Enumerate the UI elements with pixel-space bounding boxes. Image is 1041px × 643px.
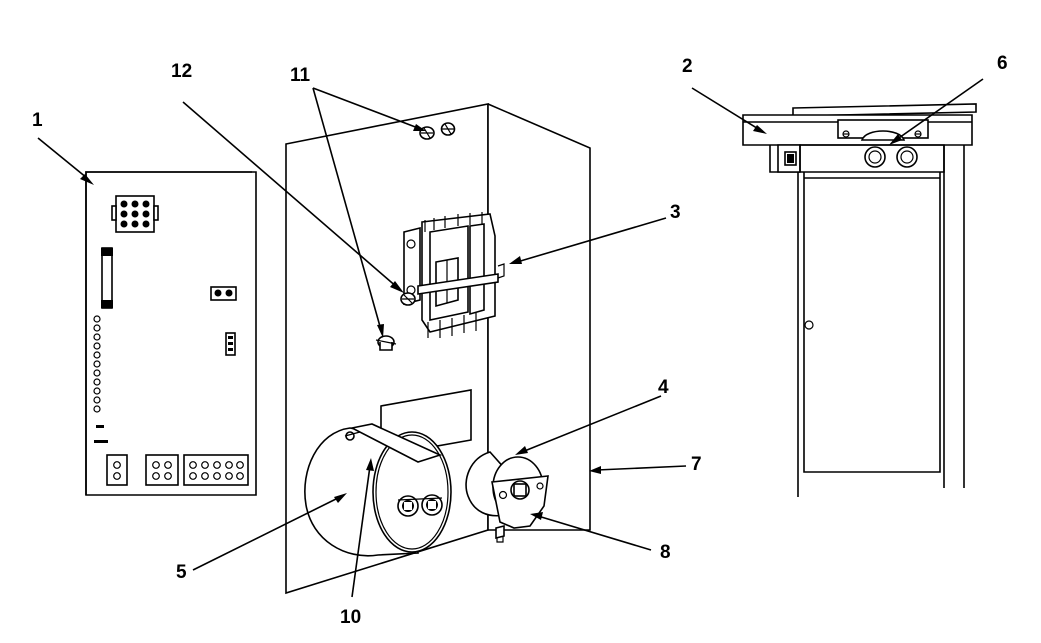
board-connector-9pin bbox=[111, 195, 159, 233]
screw-top-2 bbox=[440, 122, 456, 136]
callout-8: 8 bbox=[660, 542, 671, 563]
capacitor-small-bracket bbox=[491, 475, 549, 543]
contactor bbox=[403, 212, 505, 338]
board-terminal-2pin bbox=[106, 454, 128, 486]
board-terminal-10pin bbox=[183, 454, 249, 486]
callout-5: 5 bbox=[176, 562, 187, 583]
capacitor-terminals bbox=[397, 494, 443, 517]
leader-lines bbox=[37, 78, 984, 598]
callout-10: 10 bbox=[340, 607, 361, 628]
screw-12 bbox=[400, 292, 416, 306]
callout-labels: 1 2 3 4 5 6 7 8 10 11 12 bbox=[32, 53, 1008, 628]
board-terminal-4pin bbox=[145, 454, 179, 486]
callout-4: 4 bbox=[658, 377, 669, 398]
board-header bbox=[225, 332, 236, 356]
board-jumper bbox=[210, 286, 237, 301]
capacitor-bracket bbox=[344, 423, 443, 463]
control-board bbox=[85, 171, 257, 496]
capacitor-large bbox=[304, 423, 452, 557]
callout-3: 3 bbox=[670, 202, 681, 223]
callout-11: 11 bbox=[290, 65, 311, 86]
callout-1: 1 bbox=[32, 110, 43, 131]
callout-12: 12 bbox=[171, 61, 192, 82]
screw-11-lower bbox=[375, 335, 397, 351]
callout-6: 6 bbox=[997, 53, 1008, 74]
cabinet-grommets bbox=[864, 146, 918, 168]
board-led-column bbox=[93, 315, 101, 413]
callout-2: 2 bbox=[682, 56, 693, 77]
callout-7: 7 bbox=[691, 454, 702, 475]
board-fuse bbox=[101, 247, 113, 309]
cabinet-top-view bbox=[742, 103, 977, 497]
